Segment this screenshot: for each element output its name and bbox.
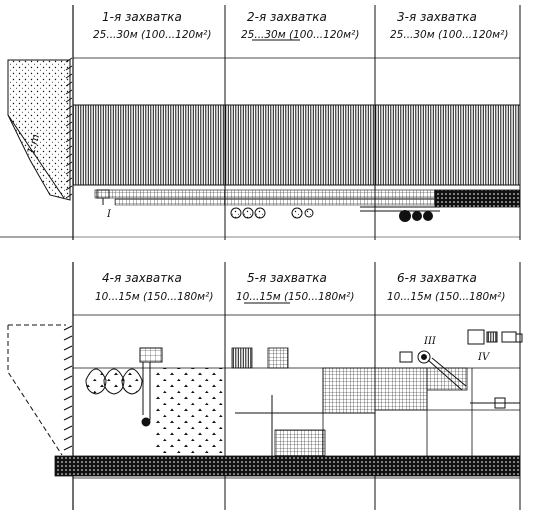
dashed-slope-outline bbox=[7, 324, 66, 456]
top-zone-3-header: 3-я захватка 25...30м (100...120м²) bbox=[390, 10, 508, 41]
grid-block-a bbox=[231, 347, 253, 369]
heaps-zone-4 bbox=[85, 368, 143, 395]
slope-label: 1:m bbox=[25, 133, 42, 156]
bottom-panel: III IV 4-я захватка 10...15м (150...180м… bbox=[7, 262, 523, 510]
strip-dark bbox=[434, 189, 521, 208]
wall-hatch bbox=[65, 57, 73, 199]
dotted-fill-zone-4 bbox=[153, 368, 225, 456]
bottom-zone-5-size: 10...15м (150...180м²) bbox=[236, 291, 354, 303]
top-zone-1-header: 1-я захватка 25...30м (100...120м²) bbox=[93, 10, 211, 41]
top-panel: 1:m I bbox=[0, 5, 521, 240]
grid-block-c bbox=[322, 367, 376, 414]
machine-iii-label: III bbox=[423, 336, 437, 347]
top-zone-3-title: 3-я захватка bbox=[397, 10, 477, 24]
pile-row bbox=[73, 105, 520, 185]
top-zone-3-size: 25...30м (100...120м²) bbox=[390, 29, 508, 41]
top-zone-1-size: 25...30м (100...120м²) bbox=[93, 29, 211, 41]
bottom-zone-5-title: 5-я захватка bbox=[247, 271, 327, 285]
top-zone-1-title: 1-я захватка bbox=[102, 10, 182, 24]
machine-i-icon bbox=[96, 189, 110, 205]
bottom-zone-6-title: 6-я захватка bbox=[397, 271, 477, 285]
strip-grid bbox=[94, 189, 436, 199]
machine-iv-icon bbox=[467, 329, 523, 345]
spreader-icon bbox=[139, 347, 163, 427]
bottom-zone-4-size: 10...15м (150...180м²) bbox=[95, 291, 213, 303]
roller-icon bbox=[399, 210, 433, 222]
top-zone-2-title: 2-я захватка bbox=[247, 10, 327, 24]
material-heaps bbox=[230, 207, 314, 219]
grid-block-d bbox=[274, 429, 326, 457]
bottom-zone-6-size: 10...15м (150...180м²) bbox=[387, 291, 505, 303]
slope-fill bbox=[7, 59, 71, 201]
bottom-zone-4-title: 4-я захватка bbox=[102, 271, 182, 285]
wall-hatch-lower bbox=[63, 325, 73, 451]
bottom-zone-4-header: 4-я захватка 10...15м (150...180м²) bbox=[95, 271, 213, 303]
machine-iv-label: IV bbox=[477, 352, 491, 363]
grid-block-e bbox=[374, 367, 428, 411]
top-zone-2-size: 25...30м (100...120м²) bbox=[241, 29, 359, 41]
grid-block-b bbox=[267, 347, 289, 369]
strip-grid-lower bbox=[114, 198, 436, 206]
bottom-zone-6-header: 6-я захватка 10...15м (150...180м²) bbox=[387, 271, 505, 303]
machine-iii-icon bbox=[399, 350, 467, 391]
bottom-zone-5-header: 5-я захватка 10...15м (150...180м²) bbox=[236, 271, 354, 303]
machine-i-label: I bbox=[106, 209, 112, 220]
grid-block-f bbox=[426, 367, 468, 391]
base-strip bbox=[54, 455, 521, 477]
top-zone-2-header: 2-я захватка 25...30м (100...120м²) bbox=[241, 10, 359, 41]
